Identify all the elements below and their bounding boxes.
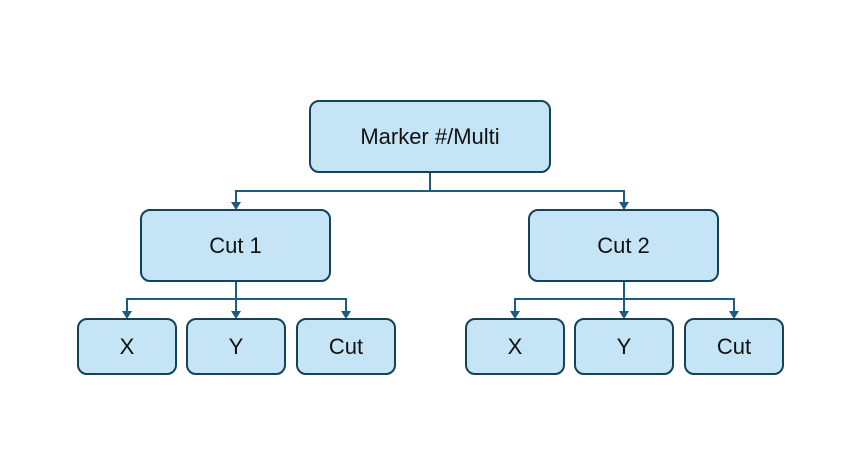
connector-cut2-to-cut	[624, 298, 735, 312]
leaf-node-cut-2-x: X	[465, 318, 565, 375]
leaf-node-cut-2-y: Y	[574, 318, 674, 375]
branch-node-label: Cut 1	[209, 232, 262, 258]
arrowhead-cut2-cut	[729, 311, 739, 319]
root-node-label: Marker #/Multi	[360, 123, 500, 149]
branch-node-label: Cut 2	[597, 232, 650, 258]
connector-cut1-to-x	[126, 282, 237, 312]
arrowhead-cut1-x	[122, 311, 132, 319]
leaf-node-cut-1-x: X	[77, 318, 177, 375]
arrowhead-cut2-x	[510, 311, 520, 319]
connector-root-to-cut1	[235, 173, 431, 203]
connector-cut1-to-cut	[236, 298, 347, 312]
leaf-node-label: Cut	[716, 333, 752, 359]
arrowhead-cut1-y	[231, 311, 241, 319]
arrowhead-cut1	[231, 202, 241, 210]
branch-node-cut-2: Cut 2	[528, 209, 719, 282]
arrowhead-cut1-cut	[341, 311, 351, 319]
root-node: Marker #/Multi	[309, 100, 551, 173]
connector-root-to-cut2	[430, 190, 625, 203]
leaf-node-label: X	[119, 333, 135, 359]
leaf-node-label: Y	[228, 333, 244, 359]
leaf-node-cut-1-y: Y	[186, 318, 286, 375]
connector-cut2-to-x	[514, 282, 625, 312]
branch-node-cut-1: Cut 1	[140, 209, 331, 282]
leaf-node-cut-2-cut: Cut	[684, 318, 784, 375]
arrowhead-cut2-y	[619, 311, 629, 319]
leaf-node-label: Cut	[328, 333, 364, 359]
leaf-node-cut-1-cut: Cut	[296, 318, 396, 375]
arrowhead-cut2	[619, 202, 629, 210]
leaf-node-label: X	[507, 333, 523, 359]
leaf-node-label: Y	[616, 333, 632, 359]
